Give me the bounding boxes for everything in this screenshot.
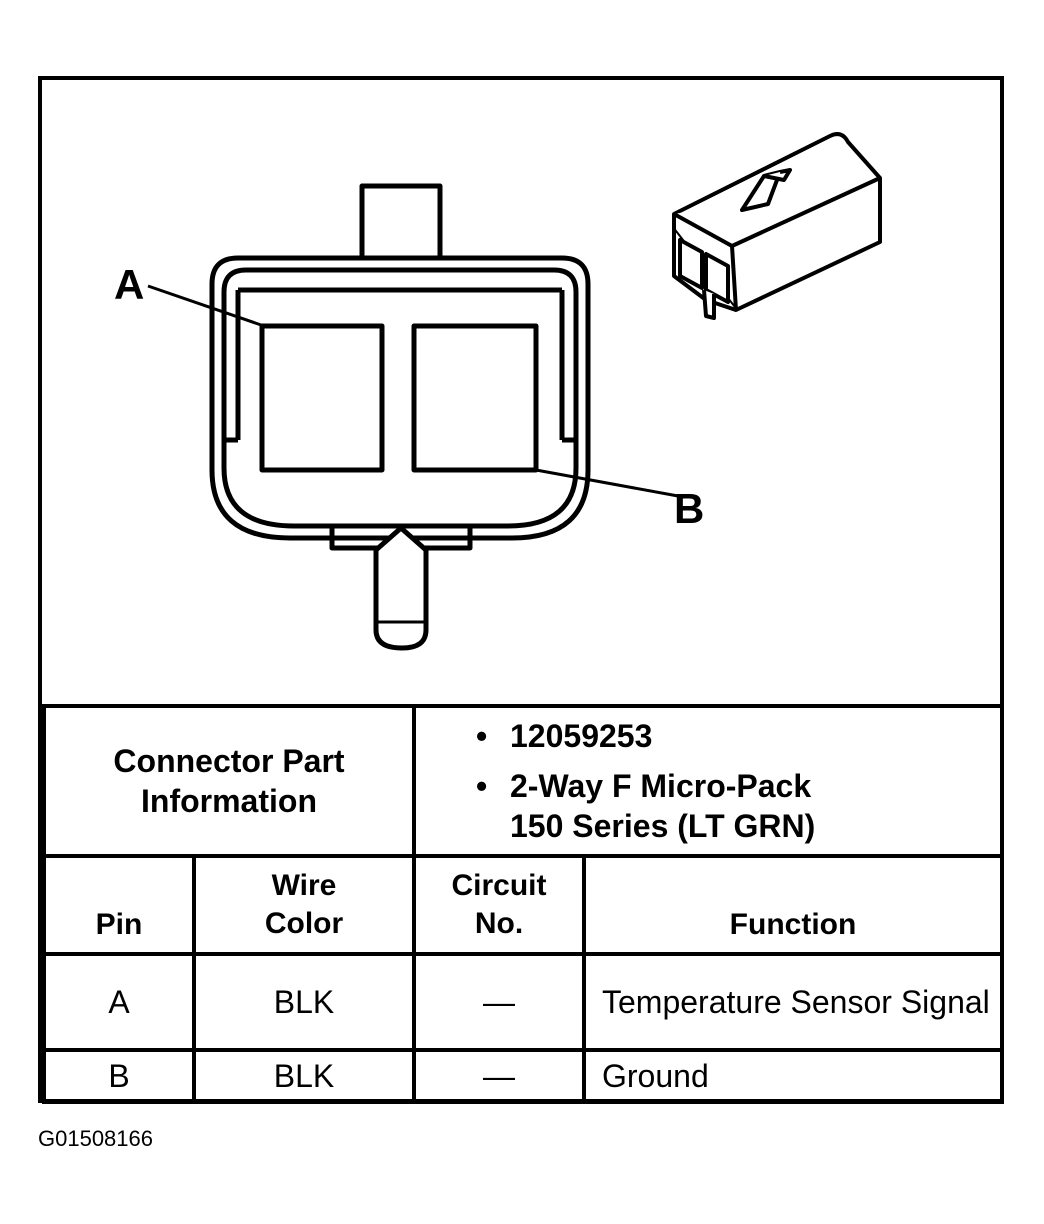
top-latch-tab	[359, 183, 443, 267]
connector-body-inner	[221, 267, 579, 529]
connector-info-label: Connector Part Information	[42, 704, 416, 858]
circuit-no-cell: —	[412, 952, 586, 1052]
header-pin: Pin	[42, 854, 196, 956]
leader-line-b	[535, 468, 679, 498]
connector-diagram: A B	[42, 80, 1000, 704]
header-wire-color: Wire Color	[192, 854, 416, 956]
part-number-item: • 12059253	[476, 718, 653, 754]
figure-reference-code: G01508166	[38, 1126, 153, 1151]
header-circuit-no: Circuit No.	[412, 854, 586, 956]
wire-color-cell: BLK	[192, 952, 416, 1052]
connector-face-drawing	[147, 132, 882, 651]
pin-cell: B	[42, 1048, 196, 1104]
function-cell: Temperature Sensor Signal	[582, 952, 1004, 1052]
wire-color-cell: BLK	[192, 1048, 416, 1104]
connector-pinout-table: Connector Part Information • 12059253 • …	[42, 704, 1004, 1104]
bullet-icon: •	[476, 768, 488, 804]
circuit-no-cell: —	[412, 1048, 586, 1104]
cavity-b	[411, 323, 539, 473]
bullet-icon: •	[476, 718, 488, 754]
function-cell: Ground	[582, 1048, 1004, 1104]
header-function: Function	[582, 854, 1004, 956]
callout-pin-a: A	[114, 261, 145, 308]
connector-iso-view	[672, 132, 882, 320]
header-row: Pin Wire Color Circuit No. Function	[42, 854, 1004, 956]
connector-body-outer	[209, 255, 591, 541]
table-row: A BLK — Temperature Sensor Signal	[42, 952, 1004, 1052]
leader-line-a	[147, 284, 265, 328]
callout-pin-b: B	[674, 485, 705, 532]
connector-info-row: Connector Part Information • 12059253 • …	[42, 704, 1004, 858]
connector-figure: A B Connector Part Information • 1205925…	[38, 76, 1004, 1104]
pin-cell: A	[42, 952, 196, 1052]
table-row: B BLK — Ground	[42, 1048, 1004, 1104]
bottom-key-tab	[373, 546, 429, 651]
cavity-a	[259, 323, 385, 473]
connector-type-item: • 2-Way F Micro-Pack 150 Series (LT GRN)	[476, 768, 816, 844]
connector-info-values: • 12059253 • 2-Way F Micro-Pack 150 Seri…	[412, 704, 1004, 858]
